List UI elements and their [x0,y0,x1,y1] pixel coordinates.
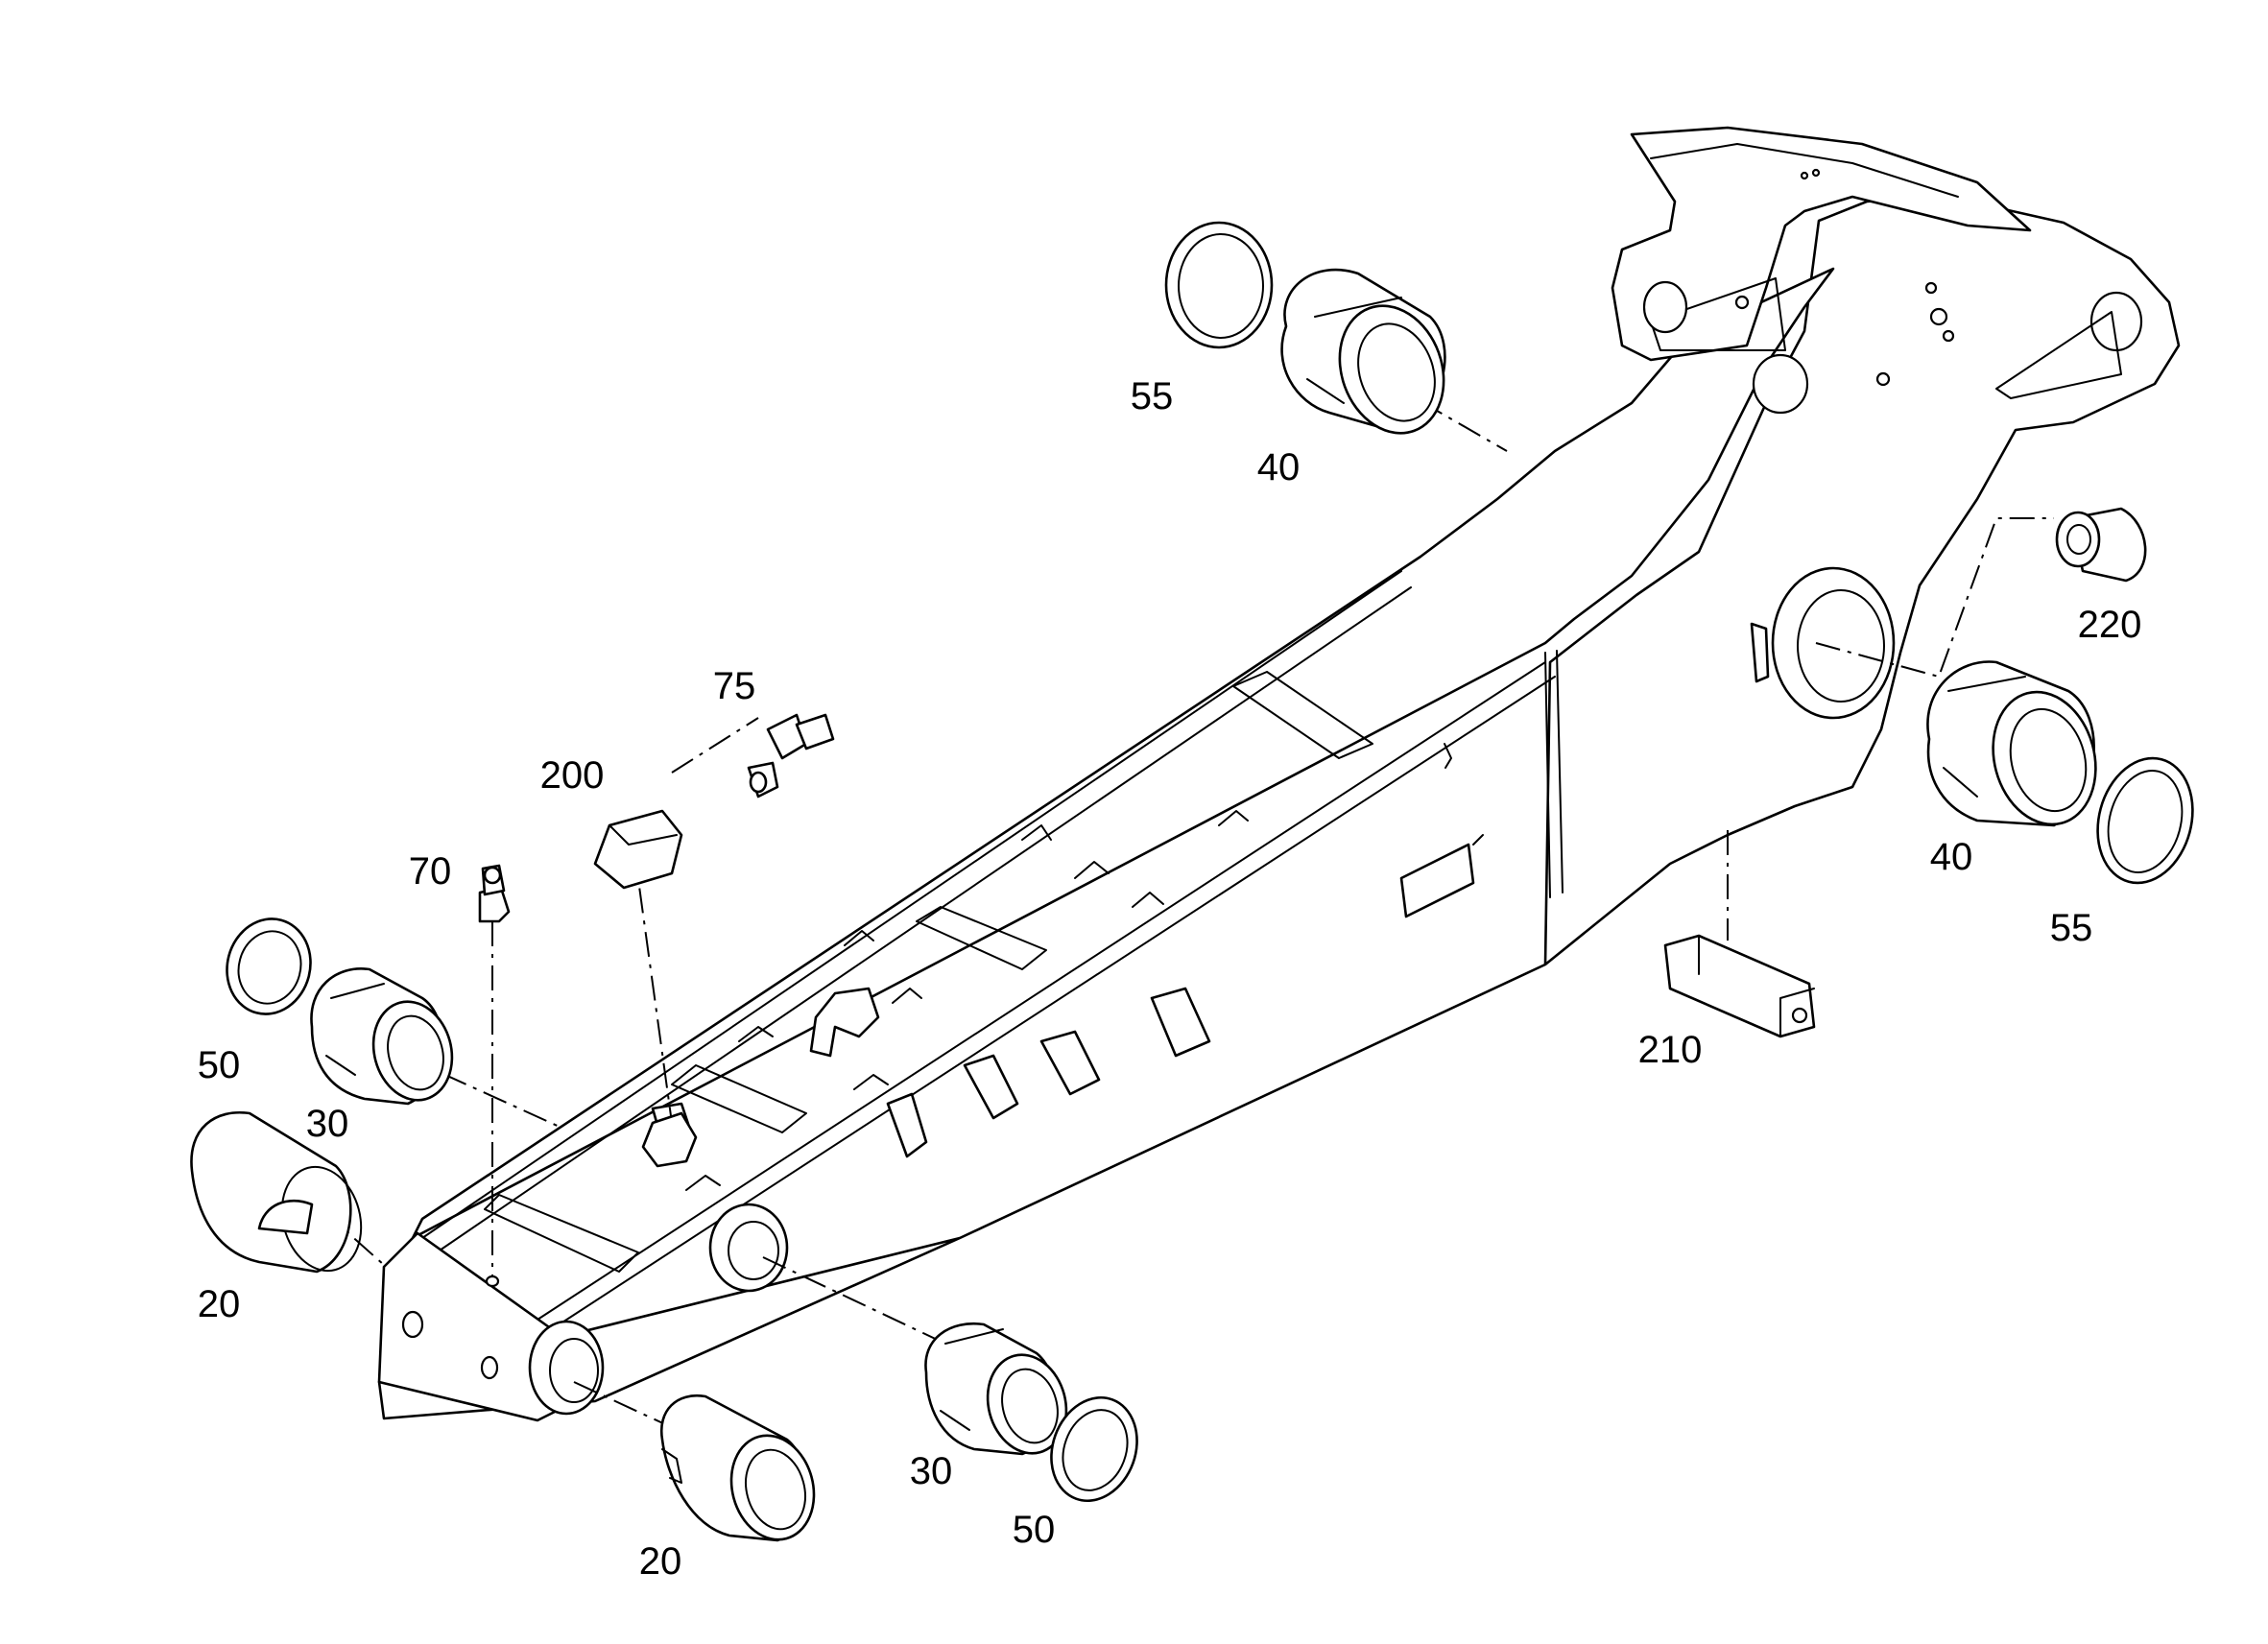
callout-30-left: 30 [305,1103,349,1145]
callout-40-right: 40 [1929,836,1973,878]
callout-20-bottom: 20 [638,1540,682,1583]
grease-fitting-75 [747,713,835,798]
callout-55-right: 55 [2049,907,2093,949]
callout-70: 70 [408,850,452,893]
grease-nipple-70 [478,864,511,923]
sleeve-220 [2055,507,2147,583]
sleeve-20-left [190,1110,363,1274]
callout-40-top: 40 [1256,446,1301,488]
arm-body [377,126,2181,1422]
bushing-30-left [310,967,454,1106]
callout-210: 210 [1637,1029,1703,1071]
callout-20-left: 20 [197,1283,241,1325]
callout-75: 75 [712,665,756,707]
bushing-30-bottom [924,1322,1068,1456]
bushing-40-right [1926,660,2097,827]
seal-ring-50-bottom [1050,1395,1138,1503]
sleeve-20-bottom [659,1394,816,1542]
cap-200-mounted [641,1111,698,1168]
seal-ring-55-right [2096,756,2194,885]
callout-50-bottom: 50 [1012,1509,1056,1551]
callout-50-left: 50 [197,1044,241,1086]
bushing-40-top [1280,268,1446,435]
seal-ring-50-left [226,917,312,1015]
callout-220: 220 [2077,604,2142,646]
callout-30-bottom: 30 [909,1450,953,1492]
block-210 [1663,934,1816,1038]
seal-ring-55-top [1164,221,1274,349]
cap-200 [593,809,683,890]
callout-200: 200 [539,754,605,797]
callout-55-top: 55 [1130,375,1174,417]
